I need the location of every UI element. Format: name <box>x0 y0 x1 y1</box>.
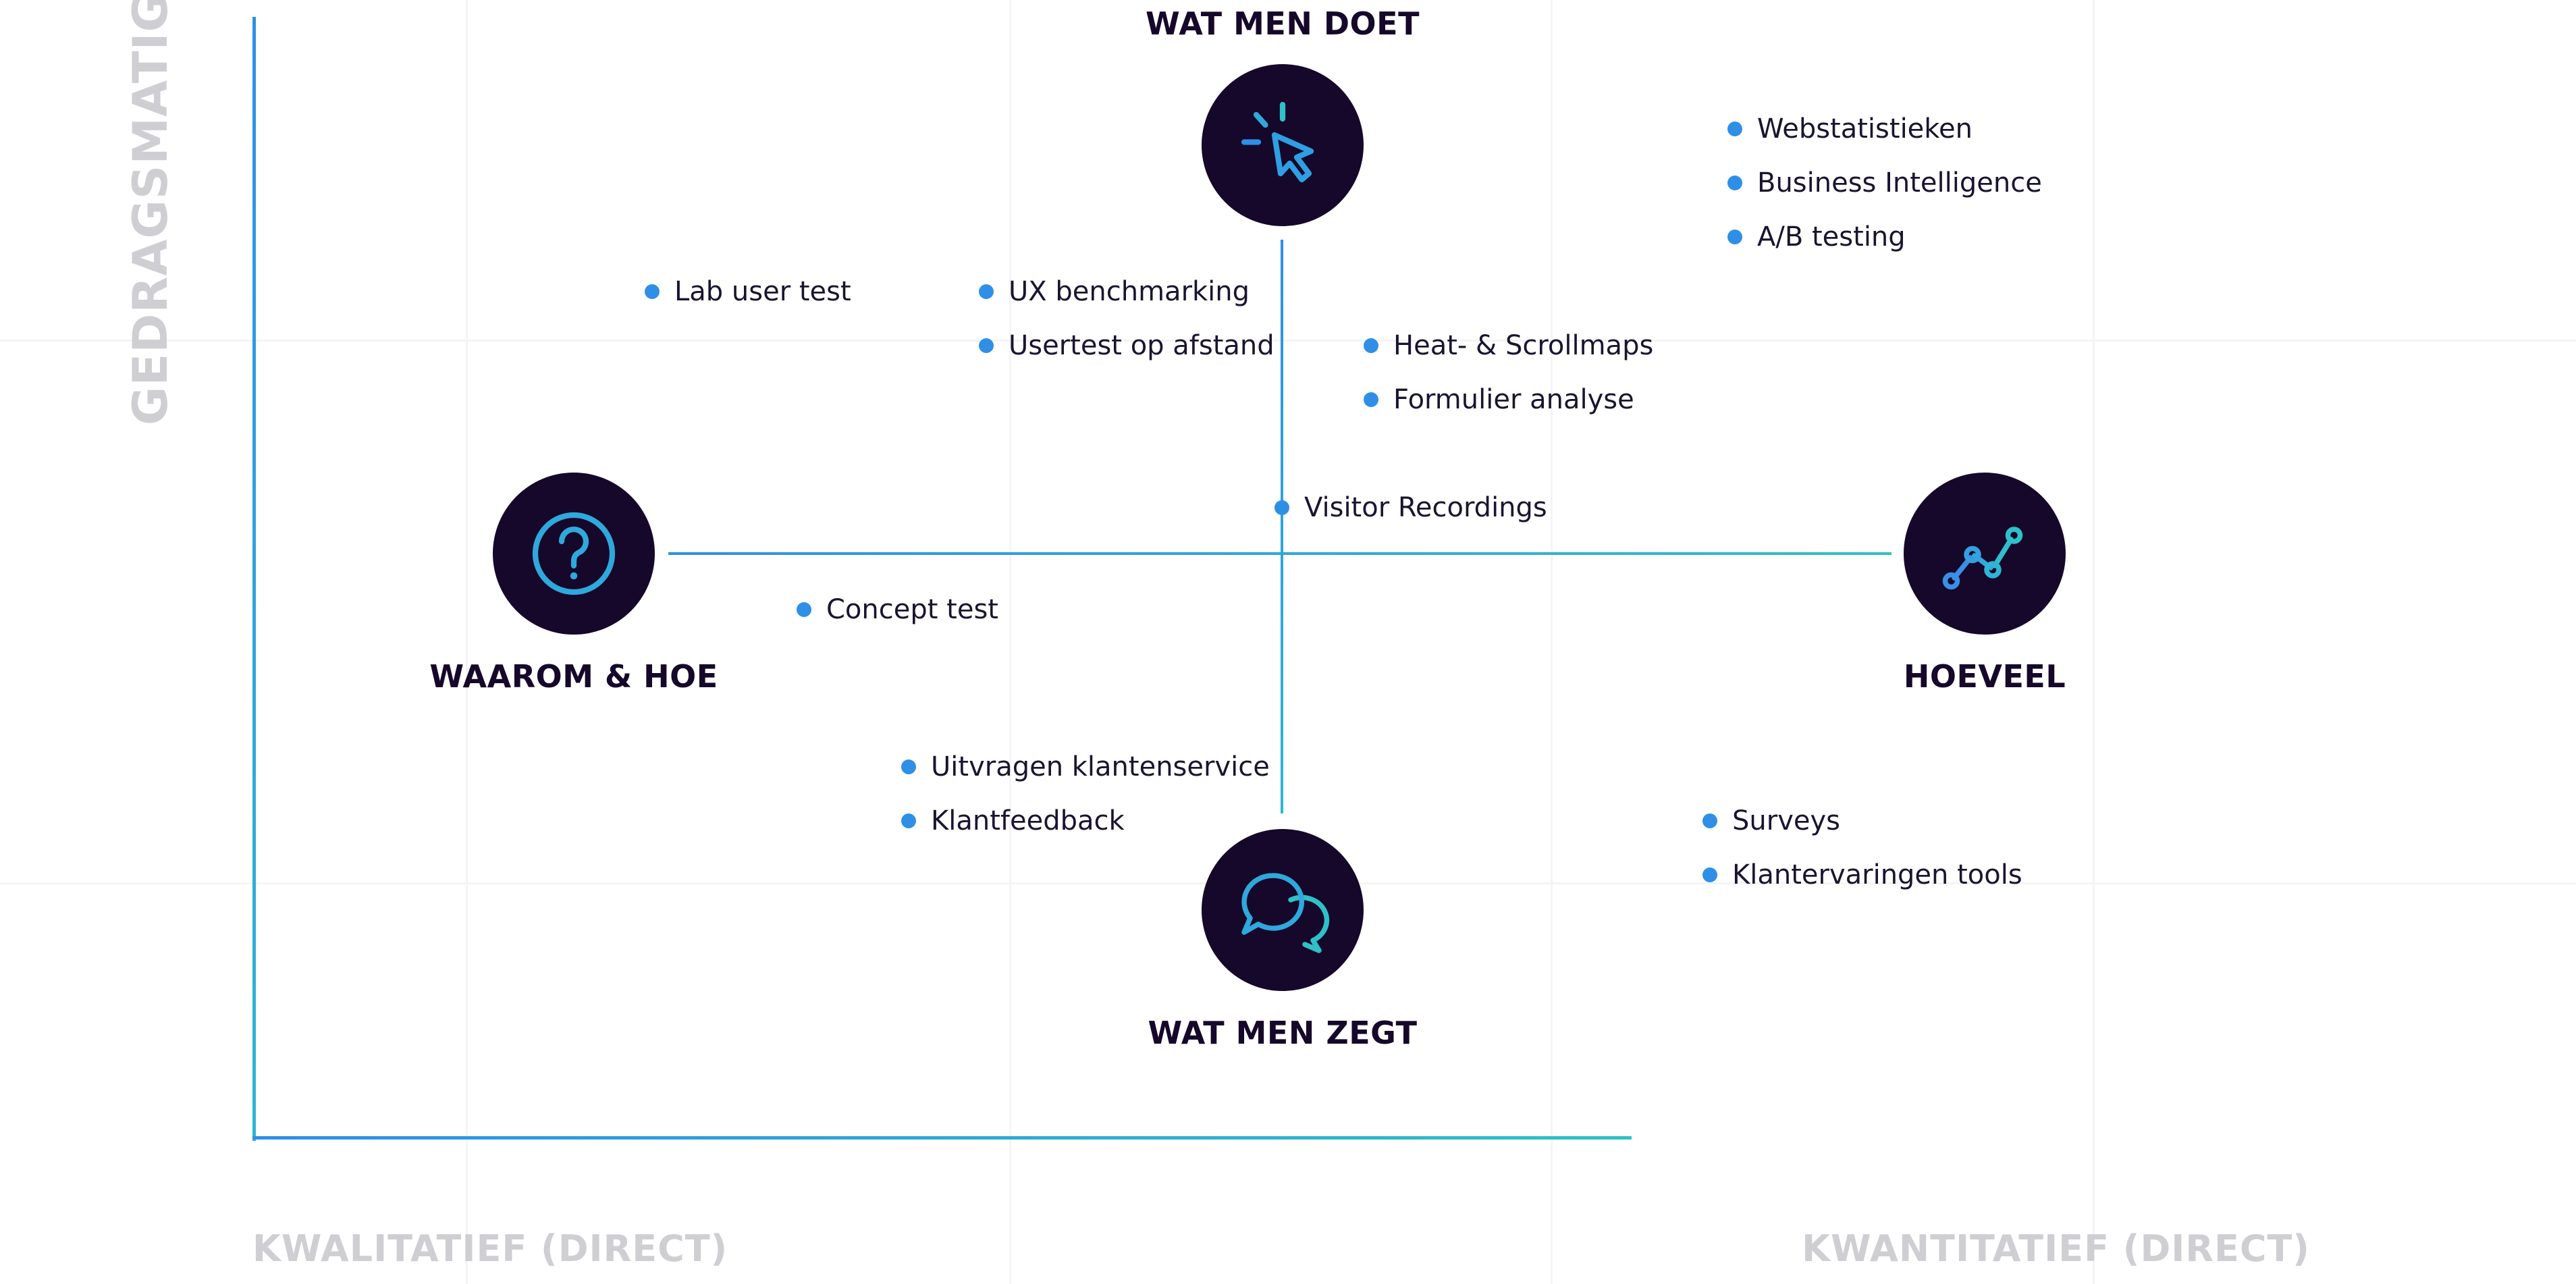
x-axis-line <box>252 1136 1632 1140</box>
x-axis-right-label: KWANTITATIEF (DIRECT) <box>1802 1227 2310 1270</box>
bullet-dot <box>1702 813 1717 828</box>
bullet-dot <box>1702 867 1717 882</box>
method-item: Surveys <box>1702 805 1840 836</box>
node-bottom <box>1202 829 1364 991</box>
center-vertical-line <box>1281 240 1283 813</box>
cursor-click-icon <box>1241 101 1314 183</box>
question-icon <box>532 512 616 595</box>
node-left <box>493 473 655 635</box>
grid-line <box>466 0 468 1284</box>
y-axis-label: GEDRAGSMATIG <box>123 0 178 425</box>
y-axis-line <box>252 17 256 1141</box>
method-item: Uitvragen klantenservice <box>901 751 1270 782</box>
bullet-dot <box>1727 122 1742 136</box>
chat-bubbles-icon <box>1241 873 1330 953</box>
bullet-dot <box>1364 338 1378 353</box>
method-item: Visitor Recordings <box>1274 492 1547 523</box>
grid-line <box>1009 0 1011 1284</box>
method-item: Klantfeedback <box>901 805 1125 836</box>
center-horizontal-line <box>668 552 1891 555</box>
grid-line <box>0 340 2576 342</box>
method-item: Formulier analyse <box>1364 384 1634 415</box>
bullet-dot <box>1364 392 1378 407</box>
bullet-dot <box>797 602 811 617</box>
bullet-dot <box>1727 176 1742 190</box>
bullet-dot <box>645 284 660 299</box>
bullet-dot <box>1274 500 1289 515</box>
node-title-top: WAT MEN DOET <box>1146 5 1420 42</box>
method-item: Usertest op afstand <box>979 330 1274 361</box>
node-title-right: HOEVEEL <box>1903 658 2066 695</box>
method-item: Concept test <box>797 594 998 625</box>
grid-line <box>2093 0 2095 1284</box>
method-item: A/B testing <box>1727 221 1906 252</box>
node-title-bottom: WAT MEN ZEGT <box>1148 1015 1418 1051</box>
method-item: Business Intelligence <box>1727 167 2042 198</box>
method-item: Webstatistieken <box>1727 113 1973 144</box>
node-right <box>1904 473 2066 635</box>
method-item: Heat- & Scrollmaps <box>1364 330 1653 361</box>
bullet-dot <box>1727 230 1742 244</box>
node-title-left: WAAROM & HOE <box>429 658 718 695</box>
line-chart-icon <box>1942 527 2023 590</box>
bullet-dot <box>901 813 916 828</box>
node-top <box>1202 64 1364 226</box>
bullet-dot <box>979 284 994 299</box>
grid-line <box>1551 0 1553 1284</box>
method-item: Lab user test <box>645 276 851 307</box>
bullet-dot <box>901 759 916 774</box>
x-axis-left-label: KWALITATIEF (DIRECT) <box>252 1227 728 1270</box>
method-item: Klantervaringen tools <box>1702 859 2022 890</box>
bullet-dot <box>979 338 994 353</box>
method-item: UX benchmarking <box>979 276 1250 307</box>
